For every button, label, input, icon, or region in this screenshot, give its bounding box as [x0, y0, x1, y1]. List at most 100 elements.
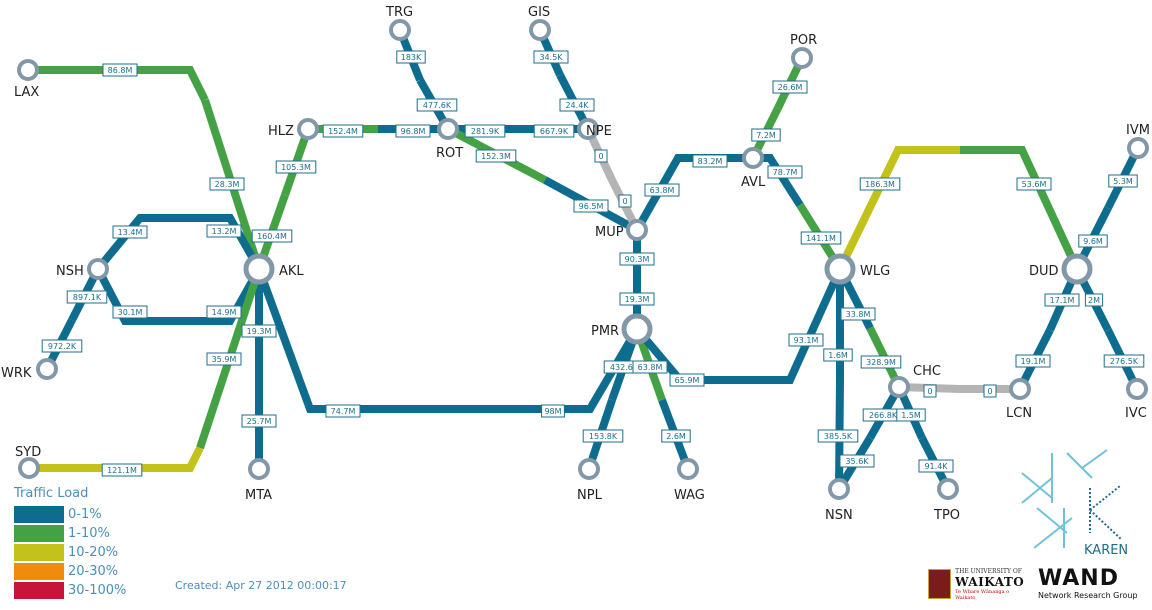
node-gis[interactable]	[529, 19, 551, 41]
link-label-text: 0	[987, 387, 992, 396]
node-nsn[interactable]	[828, 478, 850, 500]
link-label: 74.7M	[325, 404, 361, 418]
link-label-box	[817, 429, 859, 443]
node-wag[interactable]	[677, 458, 699, 480]
link-label: 5.3M	[1108, 174, 1138, 188]
node-por[interactable]	[791, 47, 813, 69]
node-chc[interactable]	[888, 376, 910, 398]
link-nsh-akl-3[interactable]	[94, 267, 180, 325]
link-label: 63.8M	[644, 183, 680, 197]
node-mup[interactable]	[626, 219, 648, 241]
link-label: 25.7M	[241, 414, 277, 428]
node-lax[interactable]	[17, 59, 39, 81]
node-label-syd: SYD	[15, 445, 41, 460]
link-label: 385.5K	[817, 429, 859, 443]
link-label-text: 141.1M	[806, 234, 836, 243]
link-label: 183K	[396, 50, 426, 64]
link-label-box	[619, 252, 655, 266]
node-hlz[interactable]	[297, 118, 319, 140]
created-timestamp: Created: Apr 27 2012 00:00:17	[175, 579, 347, 592]
link-label: 0	[618, 194, 632, 208]
link-label: 0	[923, 384, 937, 398]
node-npe[interactable]	[577, 118, 599, 140]
link-akl-pmr[interactable]	[255, 267, 448, 413]
legend-label: 1-10%	[68, 526, 110, 541]
node-label-akl: AKL	[279, 264, 304, 279]
link-label-box	[533, 50, 569, 64]
link-label-box	[983, 384, 997, 398]
legend-swatch	[14, 525, 64, 542]
node-lcn[interactable]	[1009, 378, 1031, 400]
node-akl[interactable]	[243, 253, 275, 285]
link-wlg-dud[interactable]	[836, 146, 960, 271]
node-label-gis: GIS	[528, 5, 550, 20]
link-label-text: 266.8K	[869, 411, 898, 420]
link-label-text: 91.4K	[924, 462, 948, 471]
node-pmr[interactable]	[621, 313, 653, 345]
link-label-text: 385.5K	[824, 432, 853, 441]
link-label-text: 30.1M	[118, 308, 143, 317]
link-label: 91.4K	[918, 459, 954, 473]
link-mup-avl[interactable]	[633, 154, 695, 232]
node-dud[interactable]	[1061, 253, 1093, 285]
link-label-text: 0	[622, 197, 627, 206]
link-label-box	[840, 307, 876, 321]
link-label: 2.6M	[661, 429, 691, 443]
node-label-nsh: NSH	[56, 264, 84, 279]
node-npl[interactable]	[578, 458, 600, 480]
link-label-box	[206, 305, 242, 319]
link-akl-syd-2[interactable]	[29, 446, 204, 472]
node-label-avl: AVL	[741, 175, 766, 190]
link-label-text: 90.3M	[625, 255, 650, 264]
link-label: 13.4M	[112, 225, 148, 239]
link-label: 281.9K	[464, 124, 506, 138]
link-nsh-akl[interactable]	[94, 214, 180, 272]
node-nsh[interactable]	[87, 258, 109, 280]
node-trg[interactable]	[389, 19, 411, 41]
legend-swatch	[14, 582, 64, 599]
wand-logo: WAND Network Research Group	[1038, 566, 1148, 602]
link-label: 0	[594, 149, 608, 163]
link-label-text: 1.6M	[828, 351, 848, 360]
node-avl[interactable]	[742, 147, 764, 169]
link-label-box	[325, 404, 361, 418]
legend-swatch	[14, 563, 64, 580]
node-tpo[interactable]	[937, 478, 959, 500]
link-label: 153.8K	[582, 429, 624, 443]
link-label-box	[1108, 174, 1138, 188]
node-syd[interactable]	[18, 457, 40, 479]
link-wlg-dud-2[interactable]	[960, 146, 1081, 271]
traffic-load-legend: Traffic Load 0-1% 1-10% 10-20% 20-30% 30…	[14, 486, 174, 600]
link-label-text: 63.8M	[650, 186, 675, 195]
karen-word: KAREN	[1084, 543, 1128, 558]
link-label-box	[241, 414, 277, 428]
link-label: 328.9M	[860, 355, 902, 369]
link-label-text: 121.1M	[107, 466, 137, 475]
link-label-text: 1.5M	[901, 411, 921, 420]
link-akl-pmr-2[interactable]	[448, 326, 641, 413]
node-mta[interactable]	[248, 458, 270, 480]
link-label: 34.5K	[533, 50, 569, 64]
link-label: 19.3M	[619, 292, 655, 306]
link-label-text: 34.5K	[539, 53, 563, 62]
link-label: 186.3M	[859, 177, 901, 191]
link-label: 90.3M	[619, 252, 655, 266]
legend-item: 30-100%	[14, 581, 174, 600]
link-pmr-wlg-2[interactable]	[745, 267, 844, 384]
link-label: 17.1M	[1044, 293, 1080, 307]
karen-logo: KAREN	[1012, 448, 1132, 558]
link-label-box	[632, 360, 668, 374]
link-nsh-akl-2[interactable]	[180, 214, 263, 271]
link-label-text: 972.2K	[48, 342, 77, 351]
node-rot[interactable]	[437, 118, 459, 140]
node-wlg[interactable]	[824, 253, 856, 285]
node-wrk[interactable]	[36, 358, 58, 380]
node-label-wlg: WLG	[860, 264, 890, 279]
waikato-small: THE UNIVERSITY OF	[955, 567, 1022, 575]
node-ivc[interactable]	[1126, 378, 1148, 400]
node-ivm[interactable]	[1127, 137, 1149, 159]
link-lax-akl[interactable]	[28, 66, 209, 102]
link-label-box	[475, 149, 517, 163]
link-label-text: 96.5M	[579, 202, 604, 211]
